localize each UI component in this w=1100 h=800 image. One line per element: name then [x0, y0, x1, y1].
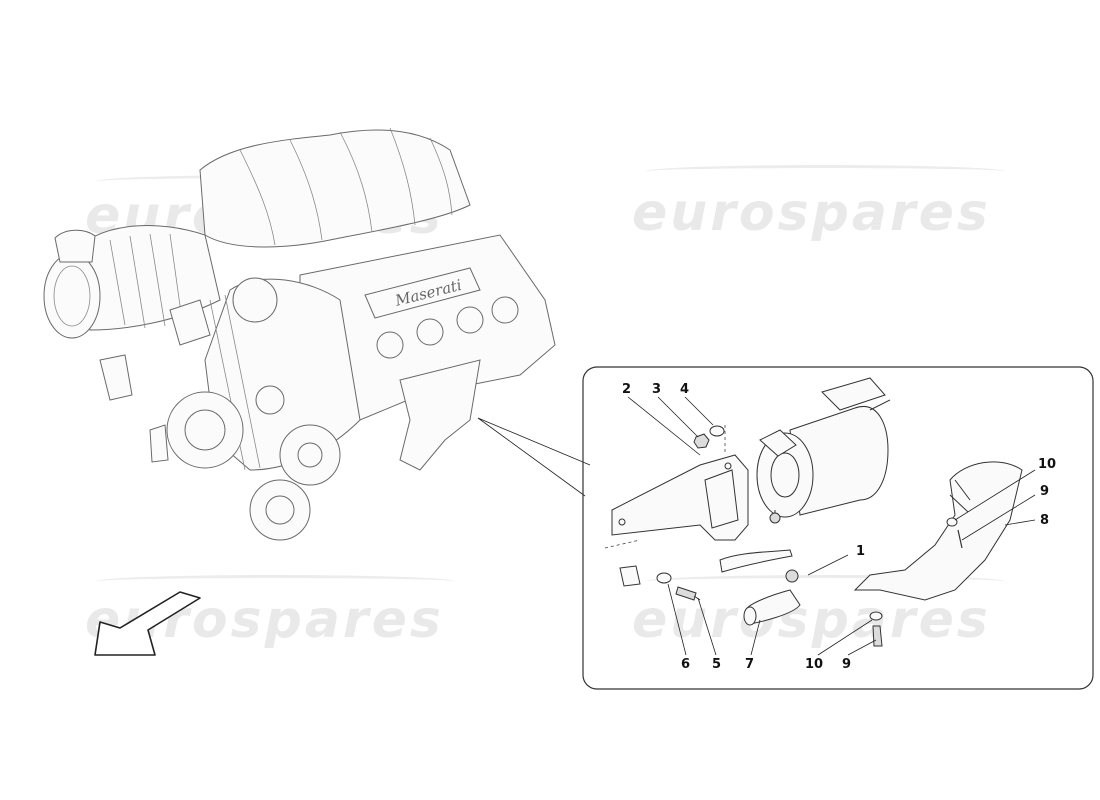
pulley-hub — [265, 495, 295, 525]
callout-9-top: 9 — [1040, 484, 1049, 499]
leader-1 — [807, 554, 849, 576]
battery-cable — [719, 549, 793, 573]
detail-leader-lines — [477, 417, 591, 497]
leader-7 — [750, 619, 761, 656]
callout-10-bottom: 10 — [805, 657, 823, 672]
callout-1: 1 — [856, 544, 865, 559]
port — [491, 296, 519, 324]
callout-9-bottom: 9 — [842, 657, 851, 672]
engine-illustration: Maserati — [43, 127, 556, 541]
bolt-shank — [693, 595, 701, 601]
pulley-hub — [297, 442, 323, 468]
front-direction-arrow-icon — [94, 591, 201, 656]
port — [416, 318, 444, 346]
leader-9-top — [961, 494, 1036, 541]
washer-10-upper — [946, 517, 958, 527]
detail-panel — [582, 366, 1094, 690]
throttle-body — [43, 253, 101, 339]
port — [456, 306, 484, 334]
idler-pulley — [255, 385, 285, 415]
leader-2 — [627, 396, 701, 456]
starter-bolt — [869, 399, 891, 411]
callout-8: 8 — [1040, 513, 1049, 528]
solenoid — [821, 377, 886, 411]
cable-clip — [619, 565, 641, 587]
bracket — [149, 424, 169, 463]
leader-6 — [667, 583, 687, 656]
callout-10-top: 10 — [1038, 457, 1056, 472]
callout-4: 4 — [680, 382, 689, 397]
starter-stud-nut — [769, 512, 781, 524]
bracket — [169, 299, 211, 346]
starter-terminal — [759, 429, 797, 457]
leader-9-bottom — [847, 639, 877, 656]
washer-10-lower — [869, 611, 883, 621]
bracket-hole — [724, 462, 732, 470]
leader-8 — [1004, 519, 1036, 526]
intake-pipe — [54, 229, 96, 263]
starter-housing-face — [770, 452, 800, 498]
terminal-boot-end — [743, 606, 757, 626]
leader-5 — [697, 597, 717, 656]
cable-terminal-nut — [785, 569, 799, 583]
crank-pulley-hub — [184, 409, 226, 451]
callout-leaders — [604, 396, 1036, 656]
callout-labels: 1 2 3 4 5 6 7 8 9 10 9 10 — [622, 382, 1056, 672]
callout-7: 7 — [745, 657, 754, 672]
sump — [399, 359, 481, 471]
intake-ribs — [109, 233, 183, 329]
assembly-dash-lines — [604, 425, 726, 549]
timing-cover — [204, 278, 361, 471]
intake-runners — [239, 127, 453, 246]
leader-10-bottom — [817, 619, 873, 656]
detail-parts — [611, 377, 1023, 647]
screw-9-upper — [957, 529, 963, 549]
leader-4 — [684, 396, 714, 426]
leader-10-top — [954, 469, 1036, 521]
callout-6: 6 — [681, 657, 690, 672]
callout-2: 2 — [622, 382, 631, 397]
intake-plenum — [199, 129, 471, 248]
bolt — [675, 586, 697, 601]
throttle-bore — [53, 265, 91, 327]
bracket-hole — [618, 518, 626, 526]
leader-3 — [657, 396, 699, 438]
intake-tube — [69, 224, 221, 331]
washer — [709, 425, 725, 437]
heat-shield-edge — [949, 479, 971, 513]
callout-3: 3 — [652, 382, 661, 397]
starter-motor-body — [789, 406, 889, 516]
terminal-boot — [744, 589, 801, 625]
heat-shield — [853, 461, 1023, 601]
bracket-cutout — [704, 469, 739, 529]
valve-cover-logo-plate — [364, 267, 481, 319]
screw-9-lower — [872, 625, 883, 647]
alternator — [232, 277, 278, 323]
port — [376, 331, 404, 359]
sensor — [99, 354, 133, 401]
washer-6 — [656, 572, 672, 584]
nut — [693, 433, 710, 449]
callout-5: 5 — [712, 657, 721, 672]
